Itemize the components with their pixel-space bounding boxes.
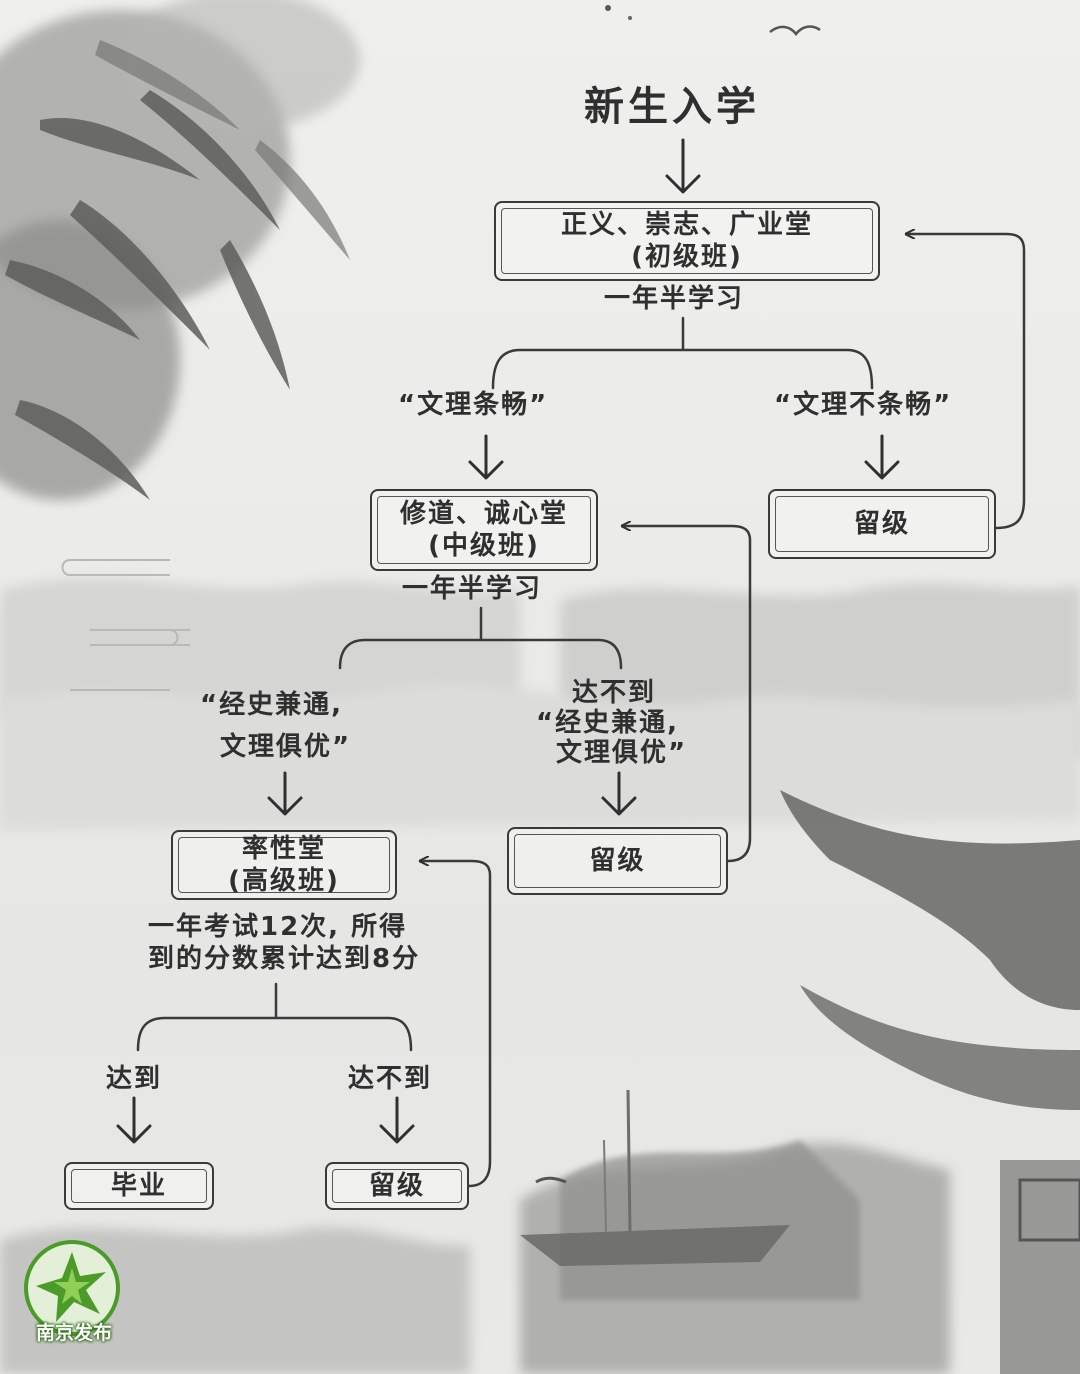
pass2-line1: “经史兼通, xyxy=(200,690,343,720)
level3-box: 率性堂 (高级班) xyxy=(171,830,397,900)
logo-text: 南京发布 xyxy=(35,1322,112,1344)
arrow-pass3 xyxy=(116,1096,152,1144)
arrow-fail3 xyxy=(379,1096,415,1144)
repeat3-box: 留级 xyxy=(325,1162,469,1210)
repeat2-label: 留级 xyxy=(589,846,646,876)
arrow-fail2 xyxy=(601,771,637,816)
level3-line2: (高级班) xyxy=(228,866,340,896)
loop-repeat1 xyxy=(904,234,1026,530)
branch-level3 xyxy=(136,982,413,1052)
repeat1-box: 留级 xyxy=(768,489,996,559)
branch-level2 xyxy=(338,606,623,670)
arrow-title-to-level1 xyxy=(665,138,701,194)
arrow-pass2 xyxy=(267,771,303,816)
loop-repeat3 xyxy=(418,861,492,1188)
fail1-label: “文理不条畅” xyxy=(774,390,953,420)
repeat3-label: 留级 xyxy=(368,1171,425,1201)
level2-line1: 修道、诚心堂 xyxy=(399,499,568,529)
branch-level1 xyxy=(491,316,874,390)
fail2-line2: “经史兼通, xyxy=(536,708,679,738)
level1-line2: (初级班) xyxy=(631,242,743,272)
pass2-line2: 文理俱优” xyxy=(220,732,352,762)
fail2-line3: 文理俱优” xyxy=(556,738,688,768)
level2-line2: (中级班) xyxy=(428,531,540,561)
pass1-label: “文理条畅” xyxy=(398,390,549,420)
exam-line1: 一年考试12次, 所得 xyxy=(148,912,408,942)
level1-box: 正义、崇志、广业堂 (初级班) xyxy=(494,201,880,281)
level2-box: 修道、诚心堂 (中级班) xyxy=(370,489,598,571)
study2-label: 一年半学习 xyxy=(402,574,543,604)
exam-line2: 到的分数累计达到8分 xyxy=(148,944,421,974)
nanjing-release-logo xyxy=(24,1240,120,1336)
level1-line1: 正义、崇志、广业堂 xyxy=(560,210,813,240)
repeat2-box: 留级 xyxy=(507,827,728,895)
graduate-box: 毕业 xyxy=(64,1162,214,1210)
arrow-pass1 xyxy=(468,434,504,480)
fail3-label: 达不到 xyxy=(348,1064,433,1094)
graduate-label: 毕业 xyxy=(110,1171,167,1201)
pass3-label: 达到 xyxy=(106,1064,163,1094)
fail2-line1: 达不到 xyxy=(572,678,657,708)
study1-label: 一年半学习 xyxy=(604,284,745,314)
repeat1-label: 留级 xyxy=(853,509,910,539)
level3-line1: 率性堂 xyxy=(241,834,326,864)
arrow-fail1 xyxy=(864,434,900,480)
diagram-title: 新生入学 xyxy=(584,84,760,130)
loop-repeat2 xyxy=(620,526,752,863)
